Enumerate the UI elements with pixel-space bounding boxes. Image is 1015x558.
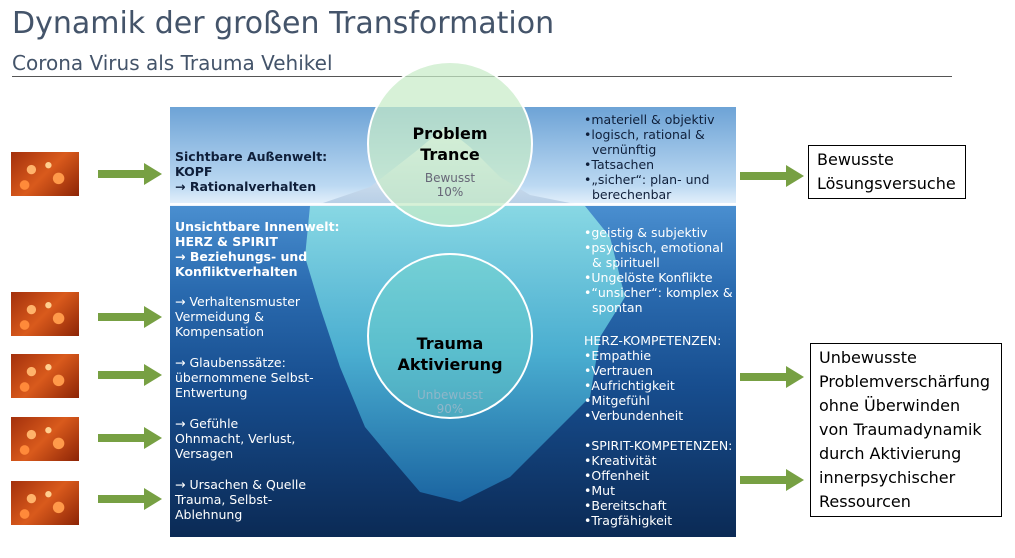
heart-competency-item: •Mitgefühl xyxy=(584,393,650,408)
page-subtitle: Corona Virus als Trauma Vehikel xyxy=(12,51,333,75)
arrow-right-icon xyxy=(98,163,162,185)
beliefs-line-2: übernommene Selbst- xyxy=(175,370,314,385)
spirit-competency-item: •Offenheit xyxy=(584,468,650,483)
invisible-world-line-2: HERZ & SPIRIT xyxy=(175,234,278,249)
behavior-patterns-line-2: Vermeidung & xyxy=(175,309,264,324)
heart-competency-item: •Aufrichtigkeit xyxy=(584,378,675,393)
unconscious-label: Unbewusst xyxy=(416,388,484,402)
visible-world-text: Sichtbare Außenwelt: KOPF → Rationalverh… xyxy=(175,149,327,194)
invisible-attribute-item: •psychisch, emotional xyxy=(584,240,724,255)
problem-trance-circle: Problem Trance Bewusst 10% xyxy=(367,61,533,227)
virus-image xyxy=(11,292,79,336)
virus-image xyxy=(11,481,79,525)
unconscious-percent: 90% xyxy=(436,402,464,416)
conscious-solutions-line: Lösungsversuche xyxy=(817,174,956,193)
unconscious-problem-line: Ressourcen xyxy=(819,492,911,511)
arrow-right-icon xyxy=(98,364,162,386)
heart-competency-item: •Verbundenheit xyxy=(584,408,684,423)
visible-world-line-1: Sichtbare Außenwelt: xyxy=(175,149,328,164)
causes-line-3: Ablehnung xyxy=(175,507,243,522)
virus-image xyxy=(11,152,79,196)
arrow-right-icon xyxy=(98,306,162,328)
unconscious-problem-line: ohne Überwinden xyxy=(819,396,961,415)
spirit-competency-item: •Mut xyxy=(584,483,615,498)
visible-attribute-item: •logisch, rational & xyxy=(584,127,705,142)
feelings-line-3: Versagen xyxy=(175,446,234,461)
visible-attribute-item: vernünftig xyxy=(592,142,657,157)
visible-world-line-3: → Rationalverhalten xyxy=(175,179,317,194)
visible-attribute-item: •materiell & objektiv xyxy=(584,112,715,127)
heart-competency-item: •Vertrauen xyxy=(584,363,654,378)
visible-attribute-item: •Tatsachen xyxy=(584,157,655,172)
conscious-solutions-line: Bewusste xyxy=(817,150,894,169)
feelings-line-2: Ohnmacht, Verlust, xyxy=(175,431,296,446)
trauma-activation-line-1: Trauma xyxy=(416,334,484,353)
beliefs-line-3: Entwertung xyxy=(175,385,248,400)
spirit-competency-item: •Tragfähigkeit xyxy=(584,513,673,528)
arrow-right-icon xyxy=(740,469,804,491)
unconscious-problem-line: Problemverschärfung xyxy=(819,372,991,391)
invisible-attribute-item: spontan xyxy=(592,300,643,315)
problem-trance-line-1: Problem xyxy=(412,124,488,143)
invisible-attribute-item: •“unsicher“: komplex & xyxy=(584,285,733,300)
unconscious-share-label: Unbewusst 90% xyxy=(369,388,531,416)
heart-competencies-list: HERZ-KOMPETENZEN: •Empathie •Vertrauen •… xyxy=(584,333,721,423)
visible-attributes-list: •materiell & objektiv •logisch, rational… xyxy=(584,112,715,202)
invisible-world-text: Unsichtbare Innenwelt: HERZ & SPIRIT → B… xyxy=(175,219,340,279)
spirit-competency-item: •Kreativität xyxy=(584,453,657,468)
visible-world-line-2: KOPF xyxy=(175,164,213,179)
conscious-solutions-box: Bewusste Lösungsversuche xyxy=(808,145,966,199)
spirit-competencies-heading: •SPIRIT-KOMPETENZEN: xyxy=(584,438,733,453)
causes-text: → Ursachen & Quelle Trauma, Selbst- Able… xyxy=(175,477,306,522)
trauma-activation-circle: Trauma Aktivierung Unbewusst 90% xyxy=(367,253,533,419)
virus-image xyxy=(11,417,79,461)
conscious-label: Bewusst xyxy=(424,171,476,185)
beliefs-text: → Glaubenssätze: übernommene Selbst- Ent… xyxy=(175,355,314,400)
arrow-right-icon xyxy=(98,427,162,449)
beliefs-line-1: → Glaubenssätze: xyxy=(175,355,286,370)
trauma-activation-title: Trauma Aktivierung xyxy=(369,333,531,375)
feelings-line-1: → Gefühle xyxy=(175,416,239,431)
visible-attribute-item: berechenbar xyxy=(592,187,672,202)
invisible-world-line-1: Unsichtbare Innenwelt: xyxy=(175,219,340,234)
invisible-attribute-item: •geistig & subjektiv xyxy=(584,225,708,240)
arrow-right-icon xyxy=(740,165,804,187)
conscious-share-label: Bewusst 10% xyxy=(369,171,531,199)
behavior-patterns-line-1: → Verhaltensmuster xyxy=(175,294,301,309)
causes-line-2: Trauma, Selbst- xyxy=(175,492,273,507)
unconscious-problem-line: durch Aktivierung xyxy=(819,444,962,463)
feelings-text: → Gefühle Ohnmacht, Verlust, Versagen xyxy=(175,416,295,461)
arrow-right-icon xyxy=(740,366,804,388)
behavior-patterns-line-3: Kompensation xyxy=(175,324,265,339)
problem-trance-title: Problem Trance xyxy=(369,123,531,165)
invisible-attributes-list: •geistig & subjektiv •psychisch, emotion… xyxy=(584,225,733,315)
problem-trance-line-2: Trance xyxy=(420,145,480,164)
heart-competencies-heading: HERZ-KOMPETENZEN: xyxy=(584,333,722,348)
unconscious-problem-line: innerpsychischer xyxy=(819,468,956,487)
spirit-competencies-list: •SPIRIT-KOMPETENZEN: •Kreativität •Offen… xyxy=(584,438,732,528)
arrow-right-icon xyxy=(98,488,162,510)
virus-image xyxy=(11,354,79,398)
unconscious-problem-line: von Traumadynamik xyxy=(819,420,982,439)
invisible-world-line-3: → Beziehungs- und xyxy=(175,249,308,264)
invisible-world-line-4: Konfliktverhalten xyxy=(175,264,298,279)
page-title: Dynamik der großen Transformation xyxy=(12,6,555,41)
heart-competency-item: •Empathie xyxy=(584,348,652,363)
visible-attribute-item: •„sicher“: plan- und xyxy=(584,172,710,187)
causes-line-1: → Ursachen & Quelle xyxy=(175,477,307,492)
spirit-competency-item: •Bereitschaft xyxy=(584,498,667,513)
behavior-patterns-text: → Verhaltensmuster Vermeidung & Kompensa… xyxy=(175,294,300,339)
invisible-attribute-item: •Ungelöste Konflikte xyxy=(584,270,713,285)
conscious-percent: 10% xyxy=(436,185,464,199)
unconscious-problem-line: Unbewusste xyxy=(819,348,917,367)
unconscious-problem-box: Unbewusste Problemverschärfung ohne Über… xyxy=(810,343,1002,517)
invisible-attribute-item: & spirituell xyxy=(592,255,660,270)
trauma-activation-line-2: Aktivierung xyxy=(397,355,503,374)
